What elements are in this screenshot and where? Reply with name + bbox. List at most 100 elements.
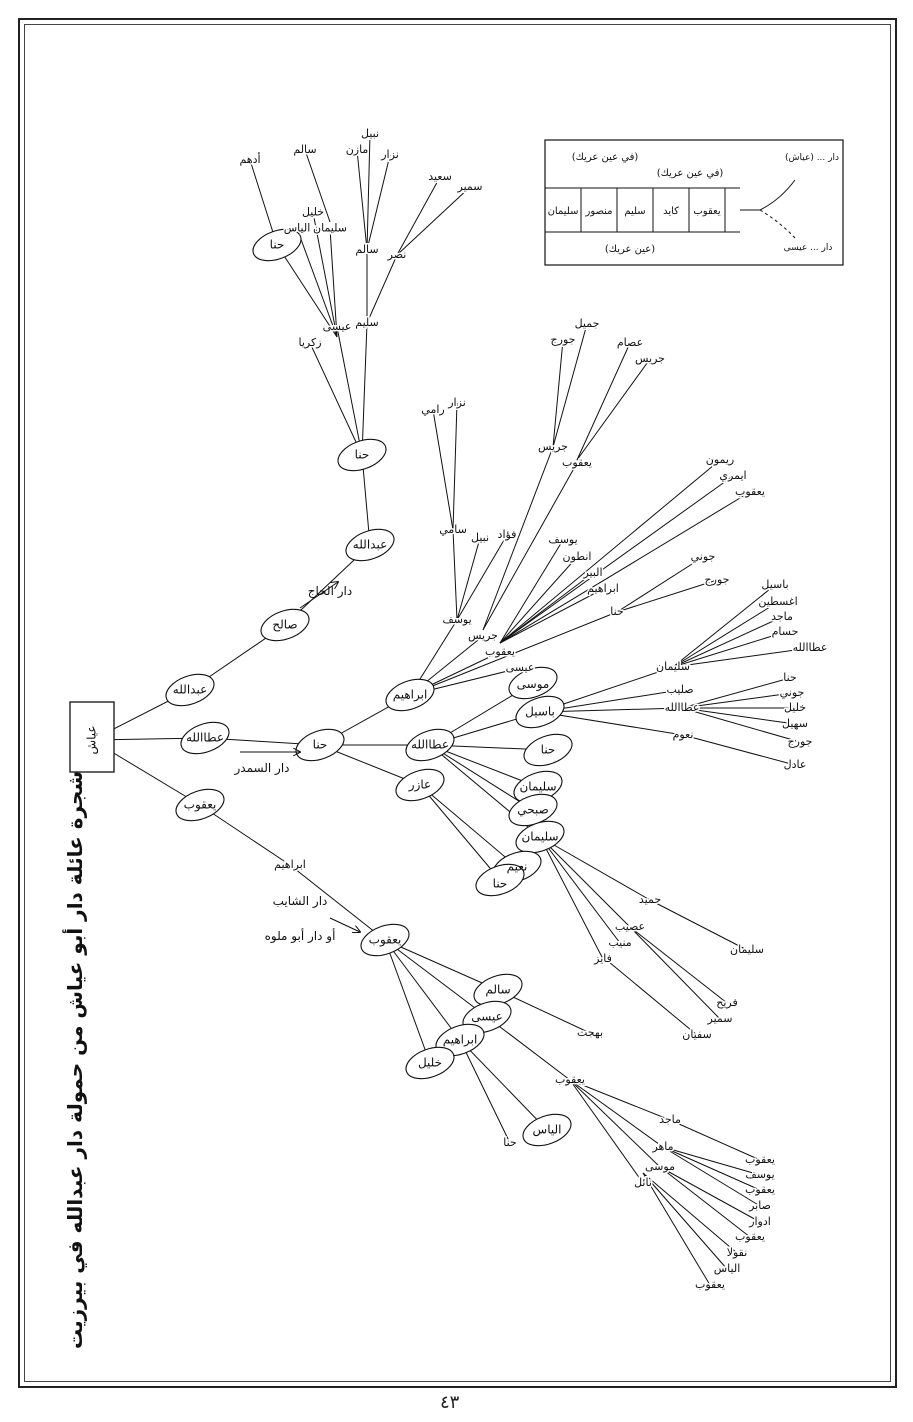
tree-edge <box>366 154 391 251</box>
person-name: ماجد <box>659 1113 681 1126</box>
person-name: سالم <box>485 983 510 997</box>
person-name: ابراهيم <box>274 858 306 871</box>
tree-edge <box>672 647 811 668</box>
person-name: جريس <box>635 352 665 365</box>
person-name: نزار <box>447 396 466 409</box>
person-node-oval <box>475 863 525 897</box>
tree-edge <box>616 579 718 613</box>
person-name: سعيد <box>428 170 452 183</box>
tree-edge <box>681 707 801 743</box>
tree-edge <box>304 149 331 223</box>
person-name: خليل <box>784 701 806 714</box>
person-node-oval <box>360 923 410 957</box>
person-name: باسيل <box>761 578 788 591</box>
tree-edge <box>312 212 338 338</box>
tree-edge <box>539 836 631 928</box>
tree-edge <box>419 784 518 868</box>
tree-edge <box>482 446 554 631</box>
tree-edge <box>662 1146 761 1191</box>
person-node-oval <box>260 608 310 642</box>
person-name: عطاالله <box>411 738 449 752</box>
person-name: يوسف <box>745 1168 774 1181</box>
person-node-oval <box>180 721 230 755</box>
tree-edge <box>642 1172 728 1270</box>
tree-edge <box>682 734 796 766</box>
person-name: جريس <box>468 629 498 642</box>
tree-edge <box>576 342 631 461</box>
person-name: أدهم <box>239 152 260 166</box>
person-node-oval <box>337 438 387 472</box>
tree-edge <box>602 956 698 1036</box>
person-name: اغسطين <box>758 595 797 608</box>
tree-edge <box>459 1039 511 1144</box>
person-name: ماهر <box>651 1140 673 1153</box>
tree-edge <box>384 939 499 991</box>
person-node-oval <box>405 1046 455 1080</box>
person-name: نائل <box>634 1176 652 1189</box>
tree-edge <box>539 836 651 901</box>
tree-edge <box>569 1079 644 1184</box>
tree-edge <box>672 584 776 668</box>
arrow-dar-alshayeb <box>329 917 360 932</box>
person-name: عادل <box>784 758 807 771</box>
person-name: عبدالله <box>173 683 207 697</box>
person-name: زكريا <box>298 336 321 349</box>
person-name: عطاالله <box>793 641 828 654</box>
tree-edge <box>659 1166 751 1238</box>
person-name: بهجت <box>577 1026 603 1039</box>
person-name: ابراهيم <box>393 688 428 703</box>
legend-top-note: (في عين عريك) <box>657 168 724 179</box>
person-name: باسيل <box>525 705 555 719</box>
person-name: ماجد <box>771 610 793 623</box>
person-name: عيسى <box>323 320 352 333</box>
tree-edge <box>329 228 338 338</box>
person-name: يعقوب <box>562 456 592 469</box>
person-name: فريح <box>716 996 738 1009</box>
person-name: نعوم <box>673 728 694 741</box>
tree-edge <box>662 1146 761 1207</box>
person-name: سامي <box>439 523 467 536</box>
person-node-oval <box>523 733 573 767</box>
legend-top-note: (في عين عريك) <box>572 152 639 163</box>
legend-side-note: دار ... (عياش) <box>785 153 839 163</box>
person-name: ادوار <box>748 1215 771 1228</box>
tree-edge <box>681 692 793 709</box>
legend-cell: سليمان <box>548 206 579 217</box>
person-name: سليمان <box>656 660 690 673</box>
person-name: فايز <box>593 952 612 965</box>
tree-edge <box>361 454 371 546</box>
person-name: حنا <box>503 1136 516 1149</box>
tree-edge <box>629 926 721 1020</box>
tree-edge <box>569 1079 661 1168</box>
person-name: صالح <box>272 618 297 632</box>
tree-edge <box>662 1146 761 1176</box>
person-name: ابراهيم <box>587 582 619 595</box>
tree-edge <box>276 244 338 338</box>
person-node-oval <box>395 768 445 802</box>
person-name: سمير <box>457 180 483 193</box>
person-name: منيب <box>608 936 631 949</box>
tree-edge <box>499 475 734 644</box>
tree-edge <box>336 326 363 456</box>
person-name: حنا <box>270 238 285 252</box>
person-name: سليمان <box>313 222 347 235</box>
person-name: ريمون <box>706 453 735 466</box>
person-name: رامي <box>421 403 444 416</box>
tree-edge <box>199 804 291 866</box>
tree-edge <box>669 1119 761 1161</box>
tree-edge <box>384 939 461 1041</box>
person-name: جوني <box>780 686 805 699</box>
tree-edge <box>629 926 728 1004</box>
person-name: فؤاد <box>498 528 517 541</box>
tree-edge <box>672 616 783 668</box>
person-name: سمير <box>707 1012 733 1025</box>
person-name: يعقوب <box>485 645 515 658</box>
person-name: جميل <box>575 317 600 330</box>
tree-edge <box>649 899 748 951</box>
person-name: حنا <box>783 671 796 684</box>
tree-edge <box>429 744 534 811</box>
person-name: يعقوب <box>735 485 765 498</box>
person-name: نقولا <box>727 1246 748 1259</box>
person-name: الياس <box>533 1123 562 1138</box>
tree-edge <box>616 556 704 613</box>
